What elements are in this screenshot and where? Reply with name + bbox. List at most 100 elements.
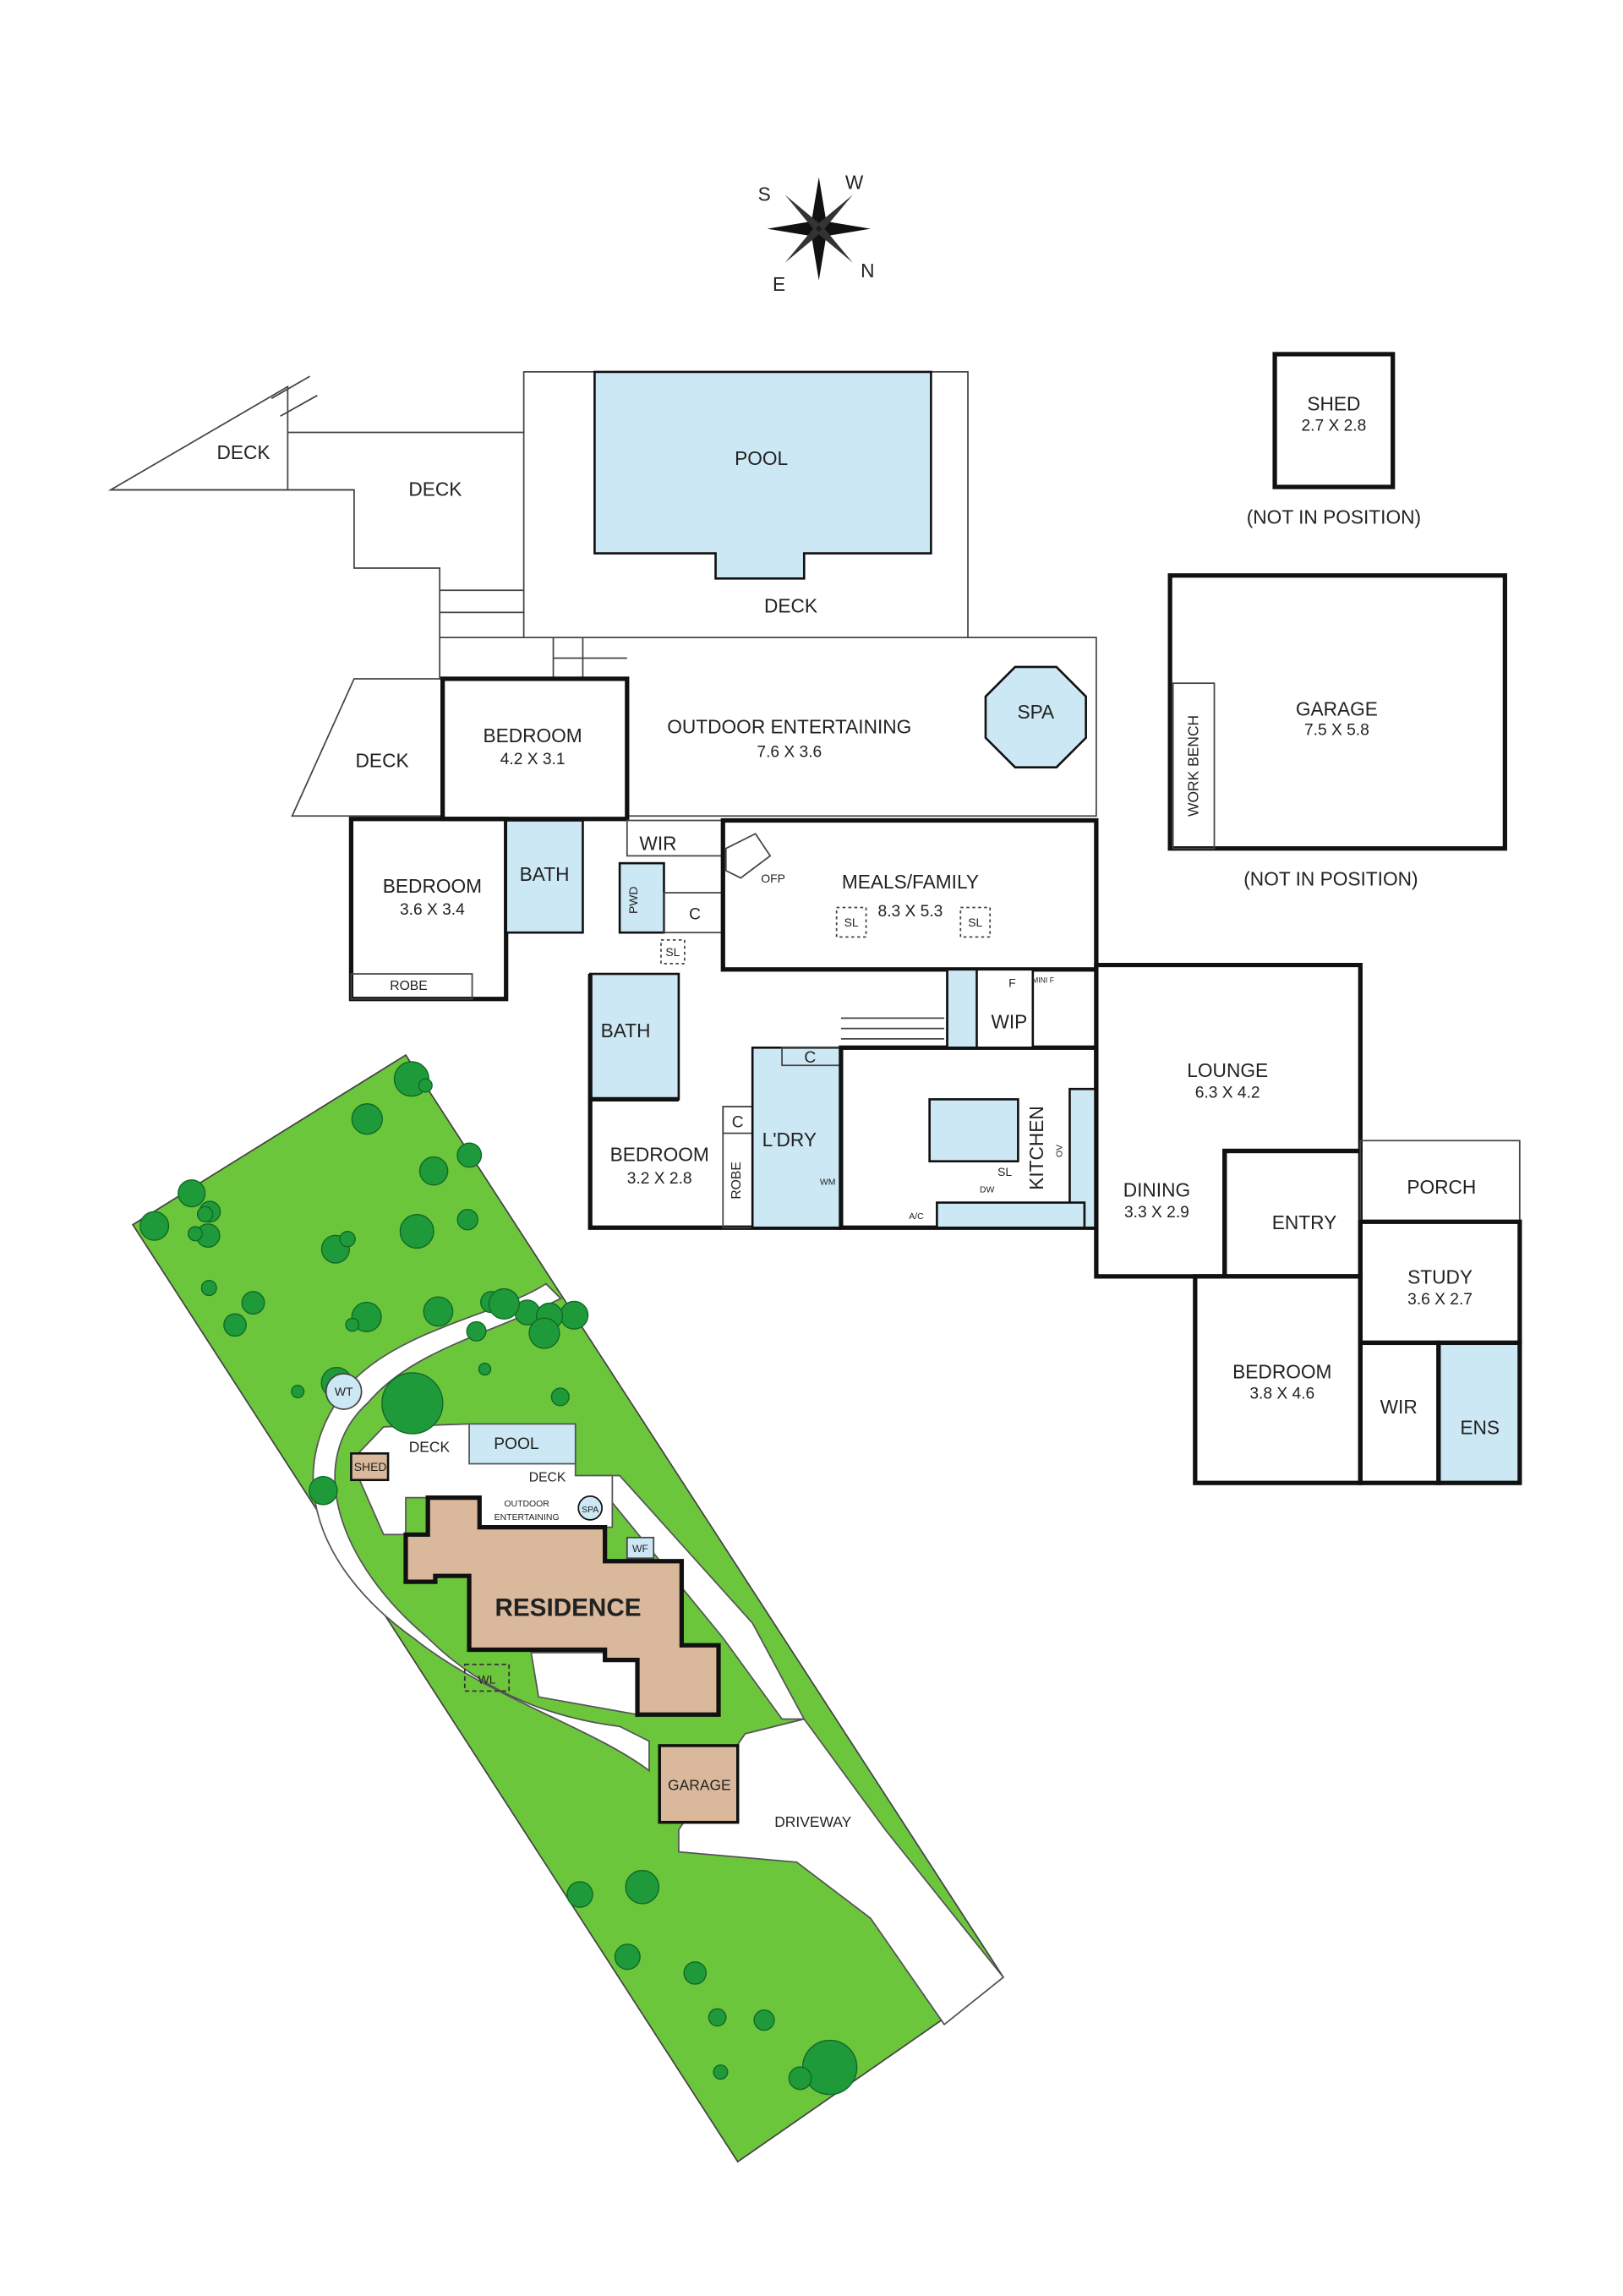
tree bbox=[399, 1214, 434, 1249]
lounge-dims: 6.3 X 4.2 bbox=[1195, 1085, 1260, 1102]
garage-label: GARAGE bbox=[668, 1776, 731, 1793]
tree bbox=[478, 1362, 492, 1376]
study-label: STUDY bbox=[1407, 1266, 1473, 1288]
compass-w: W bbox=[845, 171, 864, 193]
tree bbox=[560, 1300, 589, 1330]
shed-label: SHED bbox=[1307, 392, 1360, 414]
trees bbox=[139, 1061, 858, 2096]
meals-family-label: MEALS/FAMILY bbox=[842, 871, 979, 893]
tree bbox=[291, 1384, 305, 1399]
bedroom-label: BEDROOM bbox=[483, 724, 582, 746]
skylight-label: SL bbox=[665, 945, 680, 959]
pool bbox=[593, 370, 932, 580]
mini-fridge-label: MINI F bbox=[1032, 976, 1054, 985]
house-east: LOUNGE 6.3 X 4.2 DINING 3.3 X 2.9 ENTRY … bbox=[1094, 962, 1522, 1485]
residence-label: RESIDENCE bbox=[495, 1594, 641, 1621]
water-tank-label: WT bbox=[335, 1385, 353, 1398]
laundry-label: L'DRY bbox=[762, 1129, 817, 1151]
entry-label: ENTRY bbox=[1272, 1211, 1336, 1233]
shed-label: SHED bbox=[354, 1460, 387, 1473]
bedroom-dims: 4.2 X 3.1 bbox=[500, 751, 566, 768]
study-dims: 3.6 X 2.7 bbox=[1407, 1291, 1473, 1309]
compass-n: N bbox=[861, 260, 874, 282]
deck-label: DECK bbox=[409, 1439, 451, 1456]
tree bbox=[683, 1961, 708, 1985]
tree bbox=[187, 1226, 203, 1242]
bath-label: BATH bbox=[520, 863, 570, 885]
water-feature-label: WF bbox=[632, 1543, 648, 1555]
woodpile-label: WL bbox=[478, 1673, 496, 1686]
residence bbox=[403, 1495, 721, 1717]
tree bbox=[708, 2008, 727, 2027]
garage-dims: 7.5 X 5.8 bbox=[1304, 721, 1369, 739]
bedroom-dims: 3.2 X 2.8 bbox=[627, 1170, 692, 1188]
outdoor-entertaining-label: OUTDOOR bbox=[504, 1500, 549, 1509]
skylight-label: SL bbox=[968, 916, 982, 929]
meals-family-dims: 8.3 X 5.3 bbox=[878, 903, 943, 921]
tree bbox=[309, 1475, 338, 1506]
washing-machine-label: WM bbox=[820, 1178, 836, 1188]
tree bbox=[456, 1142, 483, 1168]
tree bbox=[178, 1179, 206, 1208]
house-west: OUTDOOR ENTERTAINING 7.6 X 3.6 BEDROOM 4… bbox=[348, 676, 1099, 1230]
tree bbox=[381, 1372, 444, 1435]
bedroom-dims: 3.8 X 4.6 bbox=[1249, 1386, 1314, 1403]
tree bbox=[345, 1317, 360, 1332]
outdoor-entertaining-label: OUTDOOR ENTERTAINING bbox=[667, 716, 911, 738]
bedroom-label: BEDROOM bbox=[383, 875, 482, 897]
shed: SHED 2.7 X 2.8 (NOT IN POSITION) bbox=[1247, 352, 1421, 528]
fireplace-label: OFP bbox=[761, 872, 785, 885]
cupboard-label: C bbox=[689, 905, 701, 923]
garage: WORK BENCH GARAGE 7.5 X 5.8 (NOT IN POSI… bbox=[1167, 573, 1507, 889]
outdoor-area: DECK DECK POOL DECK SPA DECK bbox=[107, 370, 1097, 817]
stairs bbox=[840, 1017, 945, 1040]
tree bbox=[339, 1231, 356, 1248]
tree bbox=[200, 1280, 217, 1297]
shed-dims: 2.7 X 2.8 bbox=[1301, 418, 1366, 435]
robe-label: ROBE bbox=[730, 1162, 744, 1199]
tree bbox=[801, 2039, 858, 2096]
tree bbox=[713, 2064, 729, 2080]
dining-dims: 3.3 X 2.9 bbox=[1124, 1204, 1189, 1222]
bedroom-label: BEDROOM bbox=[1232, 1360, 1331, 1382]
tree bbox=[139, 1211, 170, 1241]
tree bbox=[566, 1881, 593, 1908]
tree bbox=[196, 1205, 214, 1223]
wir-label: WIR bbox=[1380, 1396, 1418, 1418]
kitchen-label: KITCHEN bbox=[1025, 1106, 1047, 1190]
tree bbox=[488, 1287, 520, 1320]
tree bbox=[418, 1156, 449, 1186]
skylight-label: SL bbox=[997, 1165, 1012, 1178]
dining-label: DINING bbox=[1123, 1179, 1190, 1201]
tree bbox=[456, 1208, 478, 1231]
compass-rose-icon: S W E N bbox=[758, 171, 875, 294]
bath-label: BATH bbox=[601, 1020, 651, 1041]
bedroom-dims: 3.6 X 3.4 bbox=[400, 901, 465, 919]
spa bbox=[984, 665, 1087, 768]
porch-label: PORCH bbox=[1407, 1176, 1476, 1198]
tree bbox=[753, 2009, 775, 2031]
tree bbox=[223, 1313, 247, 1337]
tree bbox=[550, 1387, 570, 1407]
deck-label: DECK bbox=[408, 478, 462, 500]
ensuite-label: ENS bbox=[1460, 1417, 1500, 1439]
spa-label: SPA bbox=[582, 1506, 598, 1515]
cupboard-label: C bbox=[732, 1114, 744, 1132]
tree bbox=[351, 1103, 383, 1135]
outdoor-entertaining-dims: 7.6 X 3.6 bbox=[757, 743, 822, 761]
tree bbox=[614, 1943, 641, 1971]
tree bbox=[625, 1869, 660, 1905]
driveway-label: DRIVEWAY bbox=[774, 1813, 851, 1830]
garage-label: GARAGE bbox=[1296, 698, 1378, 720]
deck-label: DECK bbox=[216, 441, 270, 463]
tree bbox=[418, 1078, 433, 1093]
deck-label: DECK bbox=[356, 750, 409, 772]
compass-s: S bbox=[758, 183, 771, 205]
deck-label: DECK bbox=[764, 594, 817, 616]
robe-label: ROBE bbox=[390, 979, 427, 993]
skylight-label: SL bbox=[844, 916, 859, 929]
oven-label: OV bbox=[1056, 1145, 1065, 1157]
deck-label: DECK bbox=[529, 1470, 566, 1484]
wip-label: WIP bbox=[991, 1011, 1027, 1033]
